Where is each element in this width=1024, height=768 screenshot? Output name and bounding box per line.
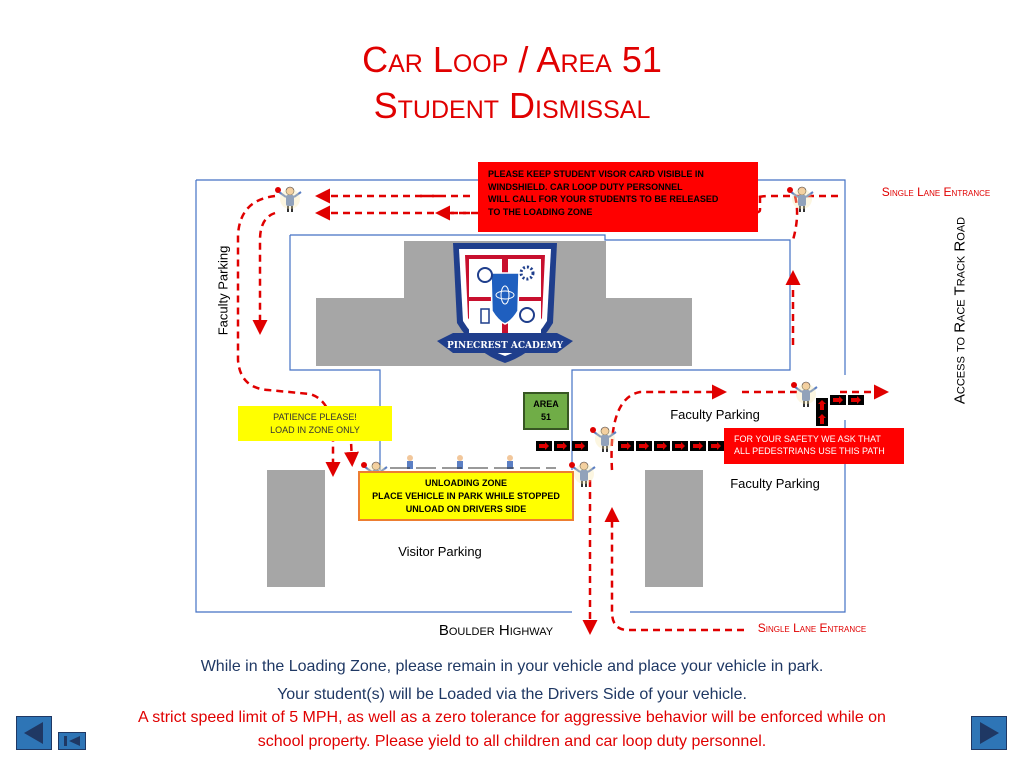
route-up-right [610, 384, 727, 471]
direction-arrow-icon [816, 412, 828, 426]
label-single-lane-bottom: Single Lane Entrance [757, 621, 867, 635]
crossing-guard-icon [274, 186, 302, 213]
student-figures [407, 455, 513, 469]
notice-unloading-zone: UNLOADING ZONE PLACE VEHICLE IN PARK WHI… [358, 471, 574, 521]
footer-line-3: A strict speed limit of 5 MPH, as well a… [138, 709, 886, 726]
crossing-guard-icon [790, 381, 818, 408]
building-lower-right [645, 470, 703, 587]
direction-arrow-icon [554, 441, 570, 451]
direction-arrow-icon [636, 441, 652, 451]
label-access-road: Access to Race Track Road [951, 216, 969, 405]
direction-arrow-icon [536, 441, 552, 451]
footer-line-2: Your student(s) will be Loaded via the D… [277, 686, 747, 703]
notice-patience: PATIENCE PLEASE! LOAD IN ZONE ONLY [238, 406, 392, 441]
direction-arrow-icon [708, 441, 724, 451]
direction-arrow-icon [618, 441, 634, 451]
property-outline [195, 179, 846, 613]
footer-line-4: school property. Please yield to all chi… [257, 733, 767, 750]
notice-visor-card: PLEASE KEEP STUDENT VISOR CARD VISIBLE I… [478, 162, 758, 232]
direction-arrow-icon [672, 441, 688, 451]
route-loop-left-outer [236, 194, 341, 477]
label-faculty-parking-left: Faculty Parking [215, 245, 231, 336]
label-faculty-parking-mid: Faculty Parking [670, 407, 760, 422]
crossing-guard-icon [786, 186, 814, 213]
direction-arrow-icon [654, 441, 670, 451]
label-faculty-parking-right: Faculty Parking [730, 476, 820, 491]
nav-first-icon [57, 731, 87, 751]
footer-line-1: While in the Loading Zone, please remain… [200, 658, 824, 675]
direction-arrow-icon [848, 395, 864, 405]
direction-arrow-icon [690, 441, 706, 451]
label-visitor-parking: Visitor Parking [398, 544, 482, 559]
label-boulder-highway: Boulder Highway [438, 622, 554, 639]
direction-arrow-icon [816, 398, 828, 412]
route-loop-left-inner [252, 211, 276, 335]
direction-arrow-icon [572, 441, 588, 451]
building-lower-left [267, 470, 325, 587]
label-single-lane-top: Single Lane Entrance [881, 185, 991, 199]
nav-forward-button[interactable] [970, 715, 1008, 751]
nav-forward-icon [970, 715, 1008, 751]
page-subtitle: Student Dismissal [373, 85, 651, 126]
notice-area51: AREA 51 [523, 392, 569, 430]
school-name-text: PINECREST ACADEMY [447, 341, 564, 351]
nav-first-button[interactable] [57, 731, 87, 751]
nav-back-button[interactable] [15, 715, 53, 751]
school-shield-icon: PINECREST ACADEMY [437, 243, 573, 363]
page-title: Car Loop / Area 51 [362, 39, 662, 80]
direction-arrow-icon [830, 395, 846, 405]
notice-pedestrian-path: FOR YOUR SAFETY WE ASK THAT ALL PEDESTRI… [724, 428, 904, 464]
nav-back-icon [15, 715, 53, 751]
